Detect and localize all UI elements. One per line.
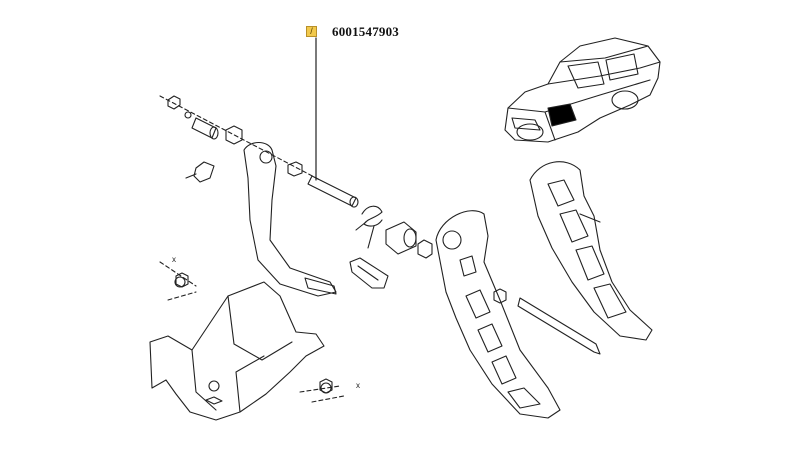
callout-badge[interactable]: / [306,26,317,37]
push-rod [517,297,601,355]
bushing-set [385,221,433,259]
mounting-axes [159,261,345,403]
accelerator-pedal [529,161,653,341]
pivot-pin [307,175,359,208]
axis-mark-upper-left: x [172,255,176,264]
brake-pedal [435,210,561,419]
clutch-pedal-arm [243,141,337,297]
axis-mark-lower-right: x [356,381,360,390]
car-highlight-region [547,103,577,127]
part-number-label[interactable]: 6001547903 [332,24,399,39]
retaining-clip [185,161,215,183]
pedal-box-bracket [149,272,333,421]
pedal-pad-clip [349,257,389,289]
car-illustration [504,37,661,143]
bolt-chain-upper [159,95,321,181]
return-spring [355,205,383,249]
